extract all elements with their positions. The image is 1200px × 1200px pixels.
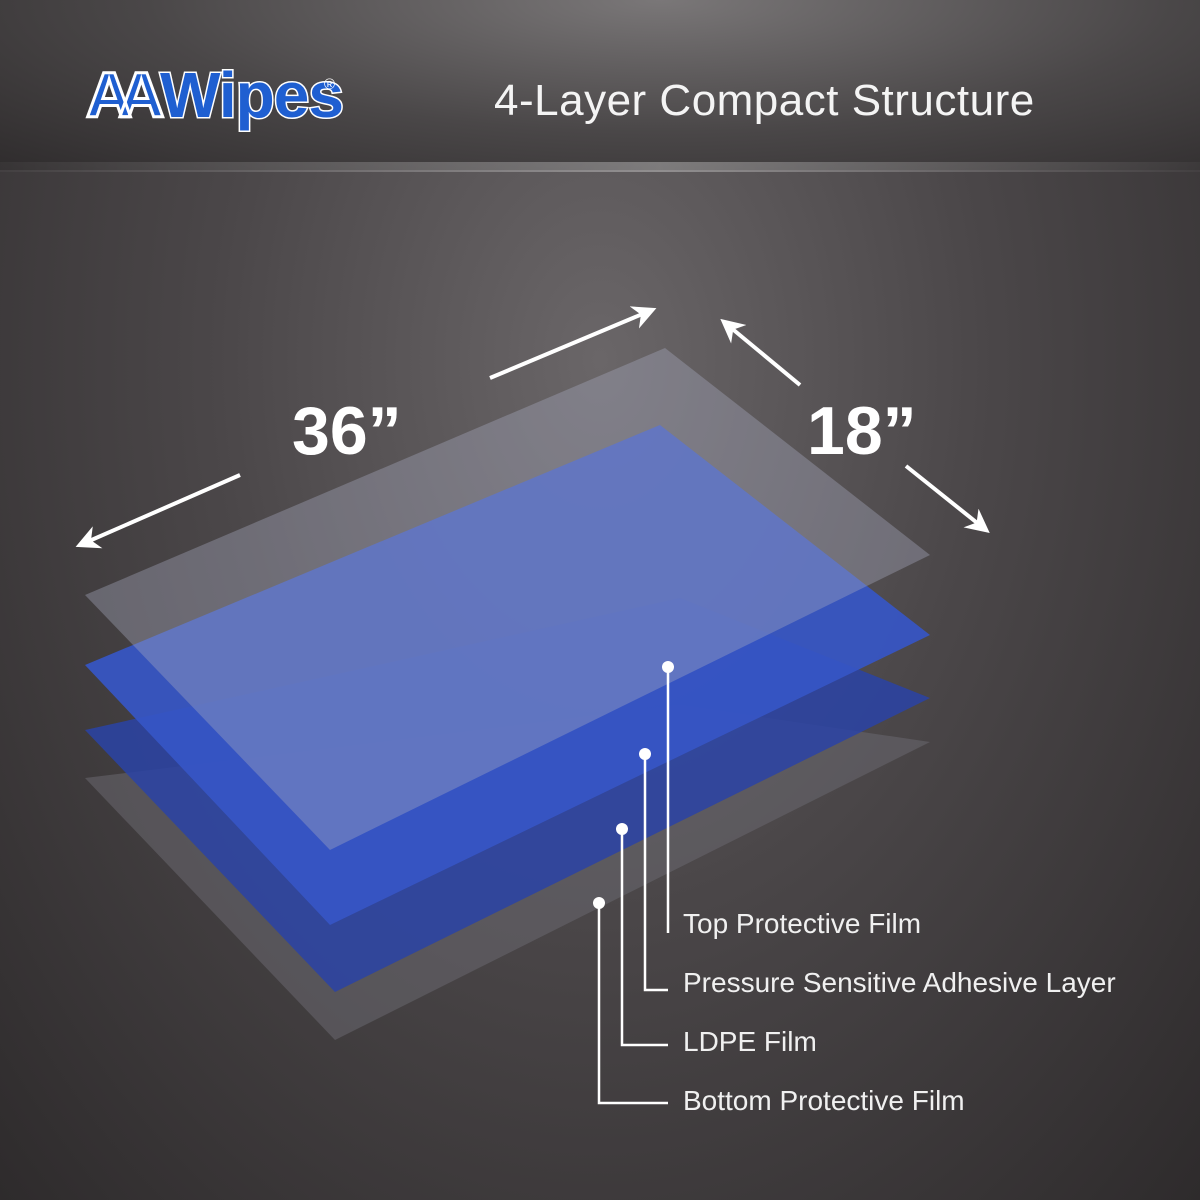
callout-dot-icon <box>662 661 674 673</box>
adhesive-layer <box>85 425 930 925</box>
header-bar <box>0 0 1200 170</box>
logo-word: Wipes <box>159 58 346 133</box>
callout-adhesive-layer <box>643 754 668 992</box>
length-arrow-left <box>75 473 241 549</box>
length-dimension-label: 36” <box>292 393 402 469</box>
brand-logo: AA Wipes ® <box>84 58 356 138</box>
label-ldpe-film: LDPE Film <box>683 1026 817 1057</box>
width-arrow-up <box>720 318 802 387</box>
width-arrow-down <box>904 464 990 533</box>
callout-dot-icon <box>616 823 628 835</box>
callout-ldpe-film <box>620 829 668 1047</box>
width-dimension-label: 18” <box>807 393 917 469</box>
label-bottom-protective-film: Bottom Protective Film <box>683 1085 965 1116</box>
top-protective-film-layer <box>85 348 930 850</box>
label-adhesive-layer: Pressure Sensitive Adhesive Layer <box>683 967 1116 998</box>
page-title: 4-Layer Compact Structure <box>494 76 1035 125</box>
callout-dot-icon <box>593 897 605 909</box>
callout-dot-icon <box>639 748 651 760</box>
registered-mark: ® <box>324 76 336 93</box>
callout-bottom-protective-film <box>597 903 668 1105</box>
header-divider <box>0 162 1200 172</box>
label-top-protective-film: Top Protective Film <box>683 908 922 939</box>
length-arrow-right <box>489 306 657 380</box>
